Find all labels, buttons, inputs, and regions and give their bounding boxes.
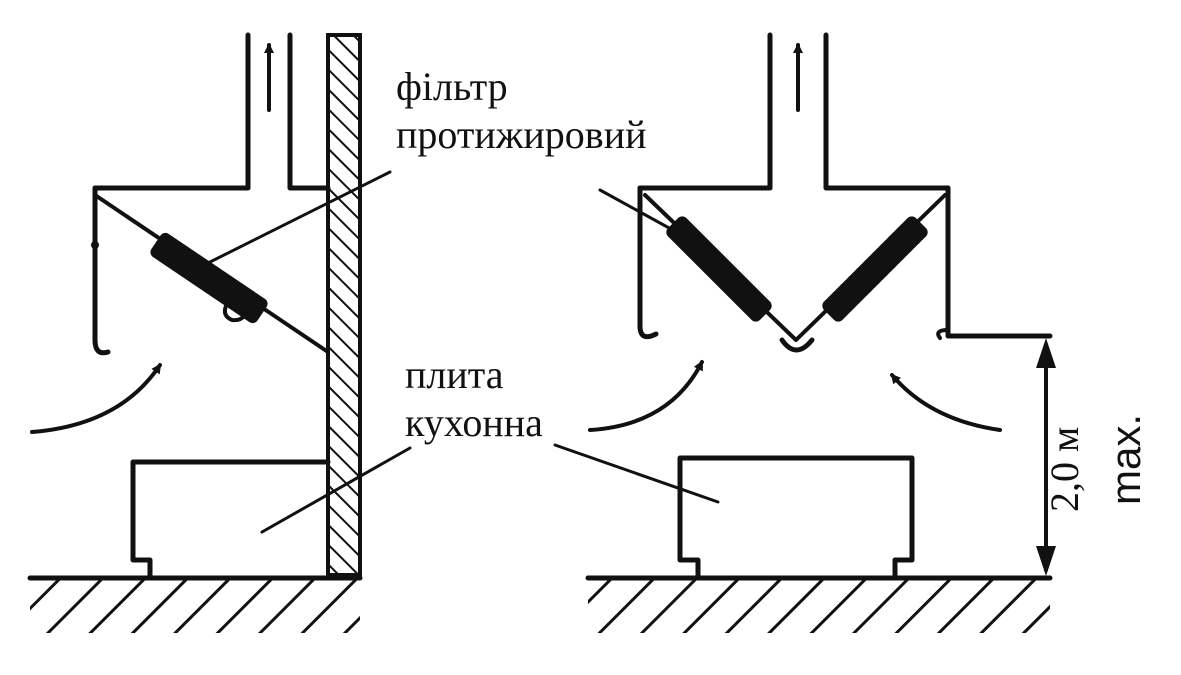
- duct-left-inner: [287, 32, 331, 191]
- hood-side-right-b: [945, 185, 1053, 339]
- stove-leader-left: [260, 446, 412, 534]
- hood-side-left: [92, 185, 111, 356]
- stove-label-line1: плита: [405, 352, 504, 397]
- hood-side-right-a: [637, 185, 659, 340]
- filter-hook-left: [222, 300, 249, 323]
- hinge-dot-left: [91, 241, 99, 249]
- airflow-arrow-right-b: [890, 373, 1002, 432]
- right-hood-variant: [553, 32, 1056, 633]
- airflow-arrow-left: [30, 363, 162, 434]
- drip-cup: [779, 337, 815, 353]
- duct-right-right-wall: [823, 32, 951, 191]
- dimension-arrow-bottom: [1036, 546, 1056, 576]
- dimension-arrow-top: [1036, 338, 1056, 368]
- stove-left: [130, 459, 331, 581]
- stove-right: [677, 455, 915, 581]
- duct-right-left-wall: [637, 32, 773, 191]
- grease-filter-right-b: [822, 216, 928, 322]
- duct-left: [92, 32, 251, 191]
- airflow-arrow-right-a: [588, 360, 704, 432]
- height-label: 2,0 м: [1042, 427, 1087, 512]
- filter-leader-right: [598, 188, 702, 247]
- floor-hatched-left: [30, 578, 360, 633]
- filter-v-plates: [643, 193, 947, 342]
- grease-filter-left: [150, 232, 268, 324]
- max-label: max.: [1102, 414, 1149, 505]
- left-hood-variant: [27, 32, 412, 633]
- hood-lip-right: [936, 328, 950, 340]
- stove-leader-right: [553, 443, 720, 504]
- wall-hatched: [326, 33, 362, 577]
- filter-label-line1: фільтр: [396, 64, 508, 109]
- floor-hatched-right: [588, 578, 1050, 633]
- grease-filter-right-a: [666, 216, 772, 322]
- stove-label-line2: кухонна: [405, 400, 543, 445]
- filter-label-line2: протижировий: [396, 112, 647, 157]
- filter-leader-left: [208, 170, 392, 264]
